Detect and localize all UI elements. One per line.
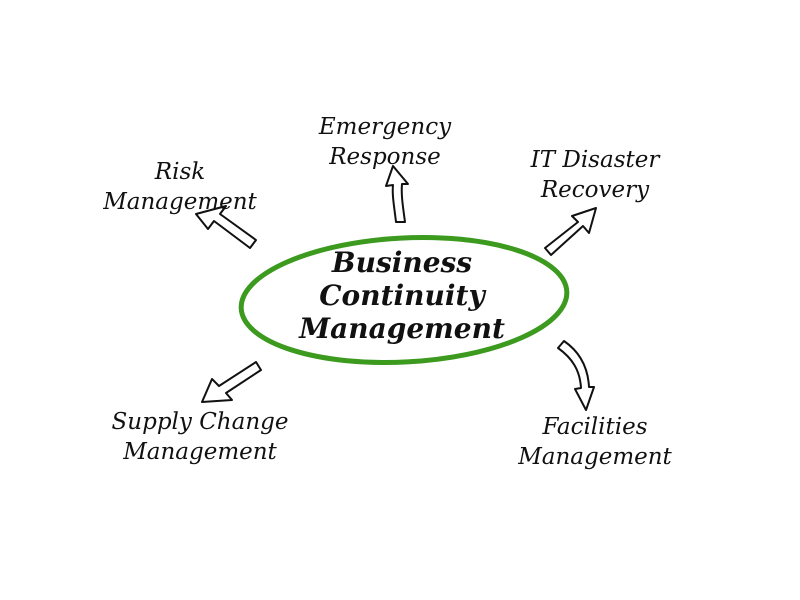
node-line: Supply Change: [111, 409, 289, 435]
center-line-2: Continuity: [319, 279, 485, 312]
node-it-disaster-recovery: IT Disaster Recovery: [531, 145, 660, 205]
center-label: Business Continuity Management: [299, 246, 505, 345]
node-emergency-response: Emergency Response: [319, 112, 451, 172]
center-ellipse: [238, 235, 570, 365]
center-line-1: Business: [331, 246, 473, 279]
node-risk-management: Risk Management: [103, 157, 257, 217]
node-line: IT Disaster: [530, 147, 660, 173]
node-line: Recovery: [540, 177, 650, 203]
node-line: Management: [518, 444, 672, 470]
node-line: Emergency: [318, 114, 452, 140]
arrow-supply-icon: [201, 361, 262, 403]
node-supply-change-management: Supply Change Management: [112, 407, 289, 467]
arrow-facilities-icon: [557, 340, 595, 411]
center-line-3: Management: [299, 312, 505, 345]
node-line: Management: [103, 189, 257, 215]
arrow-risk-icon: [195, 205, 257, 249]
arrow-emergency-icon: [385, 165, 409, 223]
node-line: Facilities: [542, 414, 648, 440]
node-line: Management: [123, 439, 277, 465]
node-line: Risk: [154, 159, 206, 185]
node-facilities-management: Facilities Management: [518, 412, 672, 472]
arrow-it-icon: [544, 207, 597, 256]
node-line: Response: [329, 144, 441, 170]
